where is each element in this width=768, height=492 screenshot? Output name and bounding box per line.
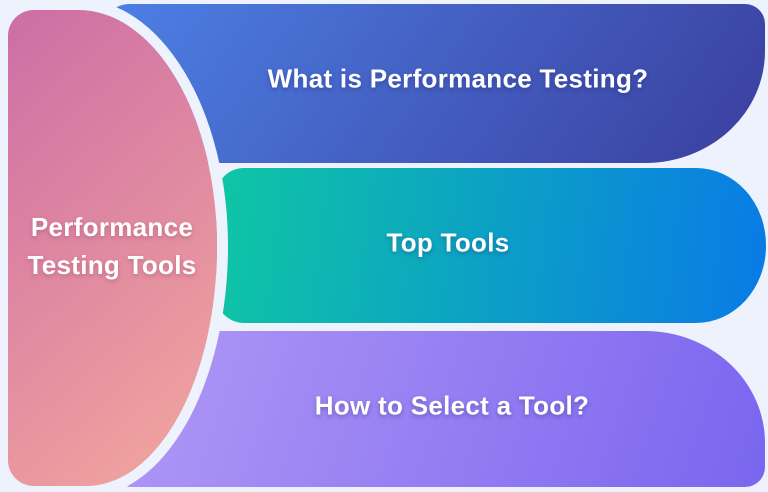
branch-label-top-tools: Top Tools <box>386 227 510 258</box>
center-hub-shape <box>8 10 217 486</box>
branch-label-how-to-select-a-tool: How to Select a Tool? <box>314 390 590 421</box>
branch-bar-what-is-performance-testing <box>103 4 765 163</box>
branch-label-what-is-performance-testing: What is Performance Testing? <box>267 63 649 94</box>
center-hub-label-line1: Performance <box>30 212 194 242</box>
center-hub-label: Performance Testing Tools <box>27 208 196 284</box>
center-hub-label-line2: Testing Tools <box>27 250 197 280</box>
branch-bar-how-to-select-a-tool <box>106 331 765 487</box>
branch-bar-top-tools <box>216 168 766 323</box>
